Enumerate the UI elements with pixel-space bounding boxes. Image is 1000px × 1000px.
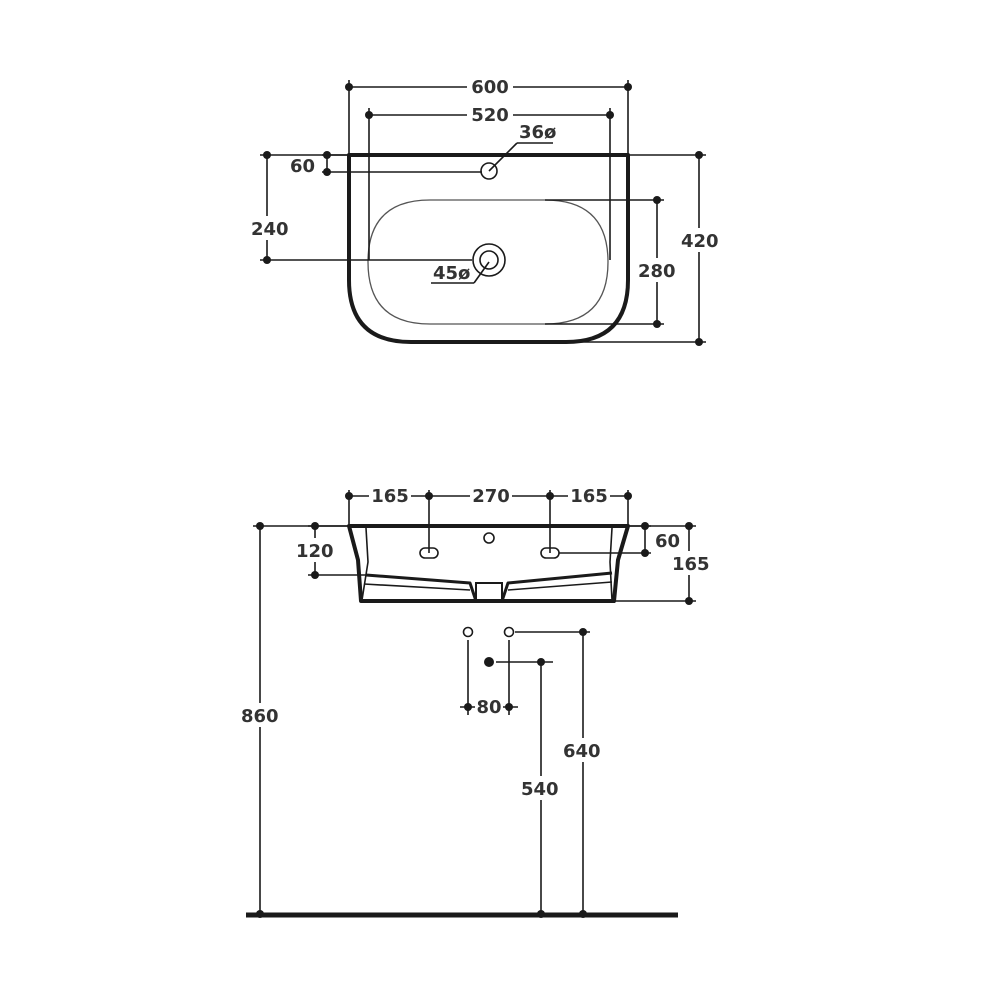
dim-240-label: 240 [251, 219, 289, 240]
dim-520-label: 520 [471, 105, 509, 126]
dim-dot [323, 168, 331, 176]
bowl-bottom-inner [363, 581, 613, 591]
dim-dot [263, 151, 271, 159]
waste-outlet-inner [479, 250, 499, 270]
dim-dot [256, 522, 264, 530]
dim-600-label: 600 [471, 77, 509, 98]
dim-dot [345, 492, 353, 500]
waste-outlet [472, 243, 506, 277]
dim-dot [653, 196, 661, 204]
dim-dot [464, 703, 472, 711]
dim-165-right-label: 165 [570, 486, 608, 507]
drain-spigot [475, 582, 503, 602]
dim-dot [579, 628, 587, 636]
dim-165h-label: 165 [672, 554, 710, 575]
dim-420-label: 420 [681, 231, 719, 252]
dim-dot [311, 571, 319, 579]
dim-80-label: 80 [476, 697, 501, 718]
dim-dot [537, 658, 545, 666]
bowl-bottom [365, 571, 613, 602]
dim-640-label: 640 [563, 741, 601, 762]
dim-dot [653, 320, 661, 328]
tap-hole [480, 162, 498, 180]
waste-point [484, 657, 494, 667]
dim-dot [606, 111, 614, 119]
dim-dot [641, 549, 649, 557]
dim-dot [263, 256, 271, 264]
dim-dot [685, 597, 693, 605]
dim-dot [345, 83, 353, 91]
top-view: 600 520 36ø 60 240 45ø [249, 75, 721, 346]
dim-280-label: 280 [638, 261, 676, 282]
dim-dot [505, 703, 513, 711]
dim-dot [624, 492, 632, 500]
waste-label: 45ø [433, 263, 470, 284]
dim-120-label: 120 [296, 541, 334, 562]
dim-540-label: 540 [521, 779, 559, 800]
overflow-hole [483, 532, 495, 544]
supply-left [462, 626, 474, 638]
basin-inner-right [609, 527, 613, 601]
dim-60-label: 60 [290, 156, 315, 177]
dim-dot [695, 338, 703, 346]
dim-860-label: 860 [241, 706, 279, 727]
dim-dot [685, 522, 693, 530]
dim-dot [695, 151, 703, 159]
dim-60f-label: 60 [655, 531, 680, 552]
dim-dot [425, 492, 433, 500]
supply-right [503, 626, 515, 638]
front-view: 165 270 165 120 60 165 860 [238, 484, 712, 918]
leader-36 [488, 142, 518, 172]
basin-inner-left [361, 527, 369, 601]
leader-45 [473, 261, 490, 284]
dim-165-left-label: 165 [371, 486, 409, 507]
basin-outline-front [347, 524, 630, 603]
dim-dot [365, 111, 373, 119]
dim-270-label: 270 [472, 486, 510, 507]
bowl-outline [367, 199, 609, 325]
tap-hole-label: 36ø [519, 122, 556, 143]
dim-dot [624, 83, 632, 91]
dim-dot [546, 492, 554, 500]
